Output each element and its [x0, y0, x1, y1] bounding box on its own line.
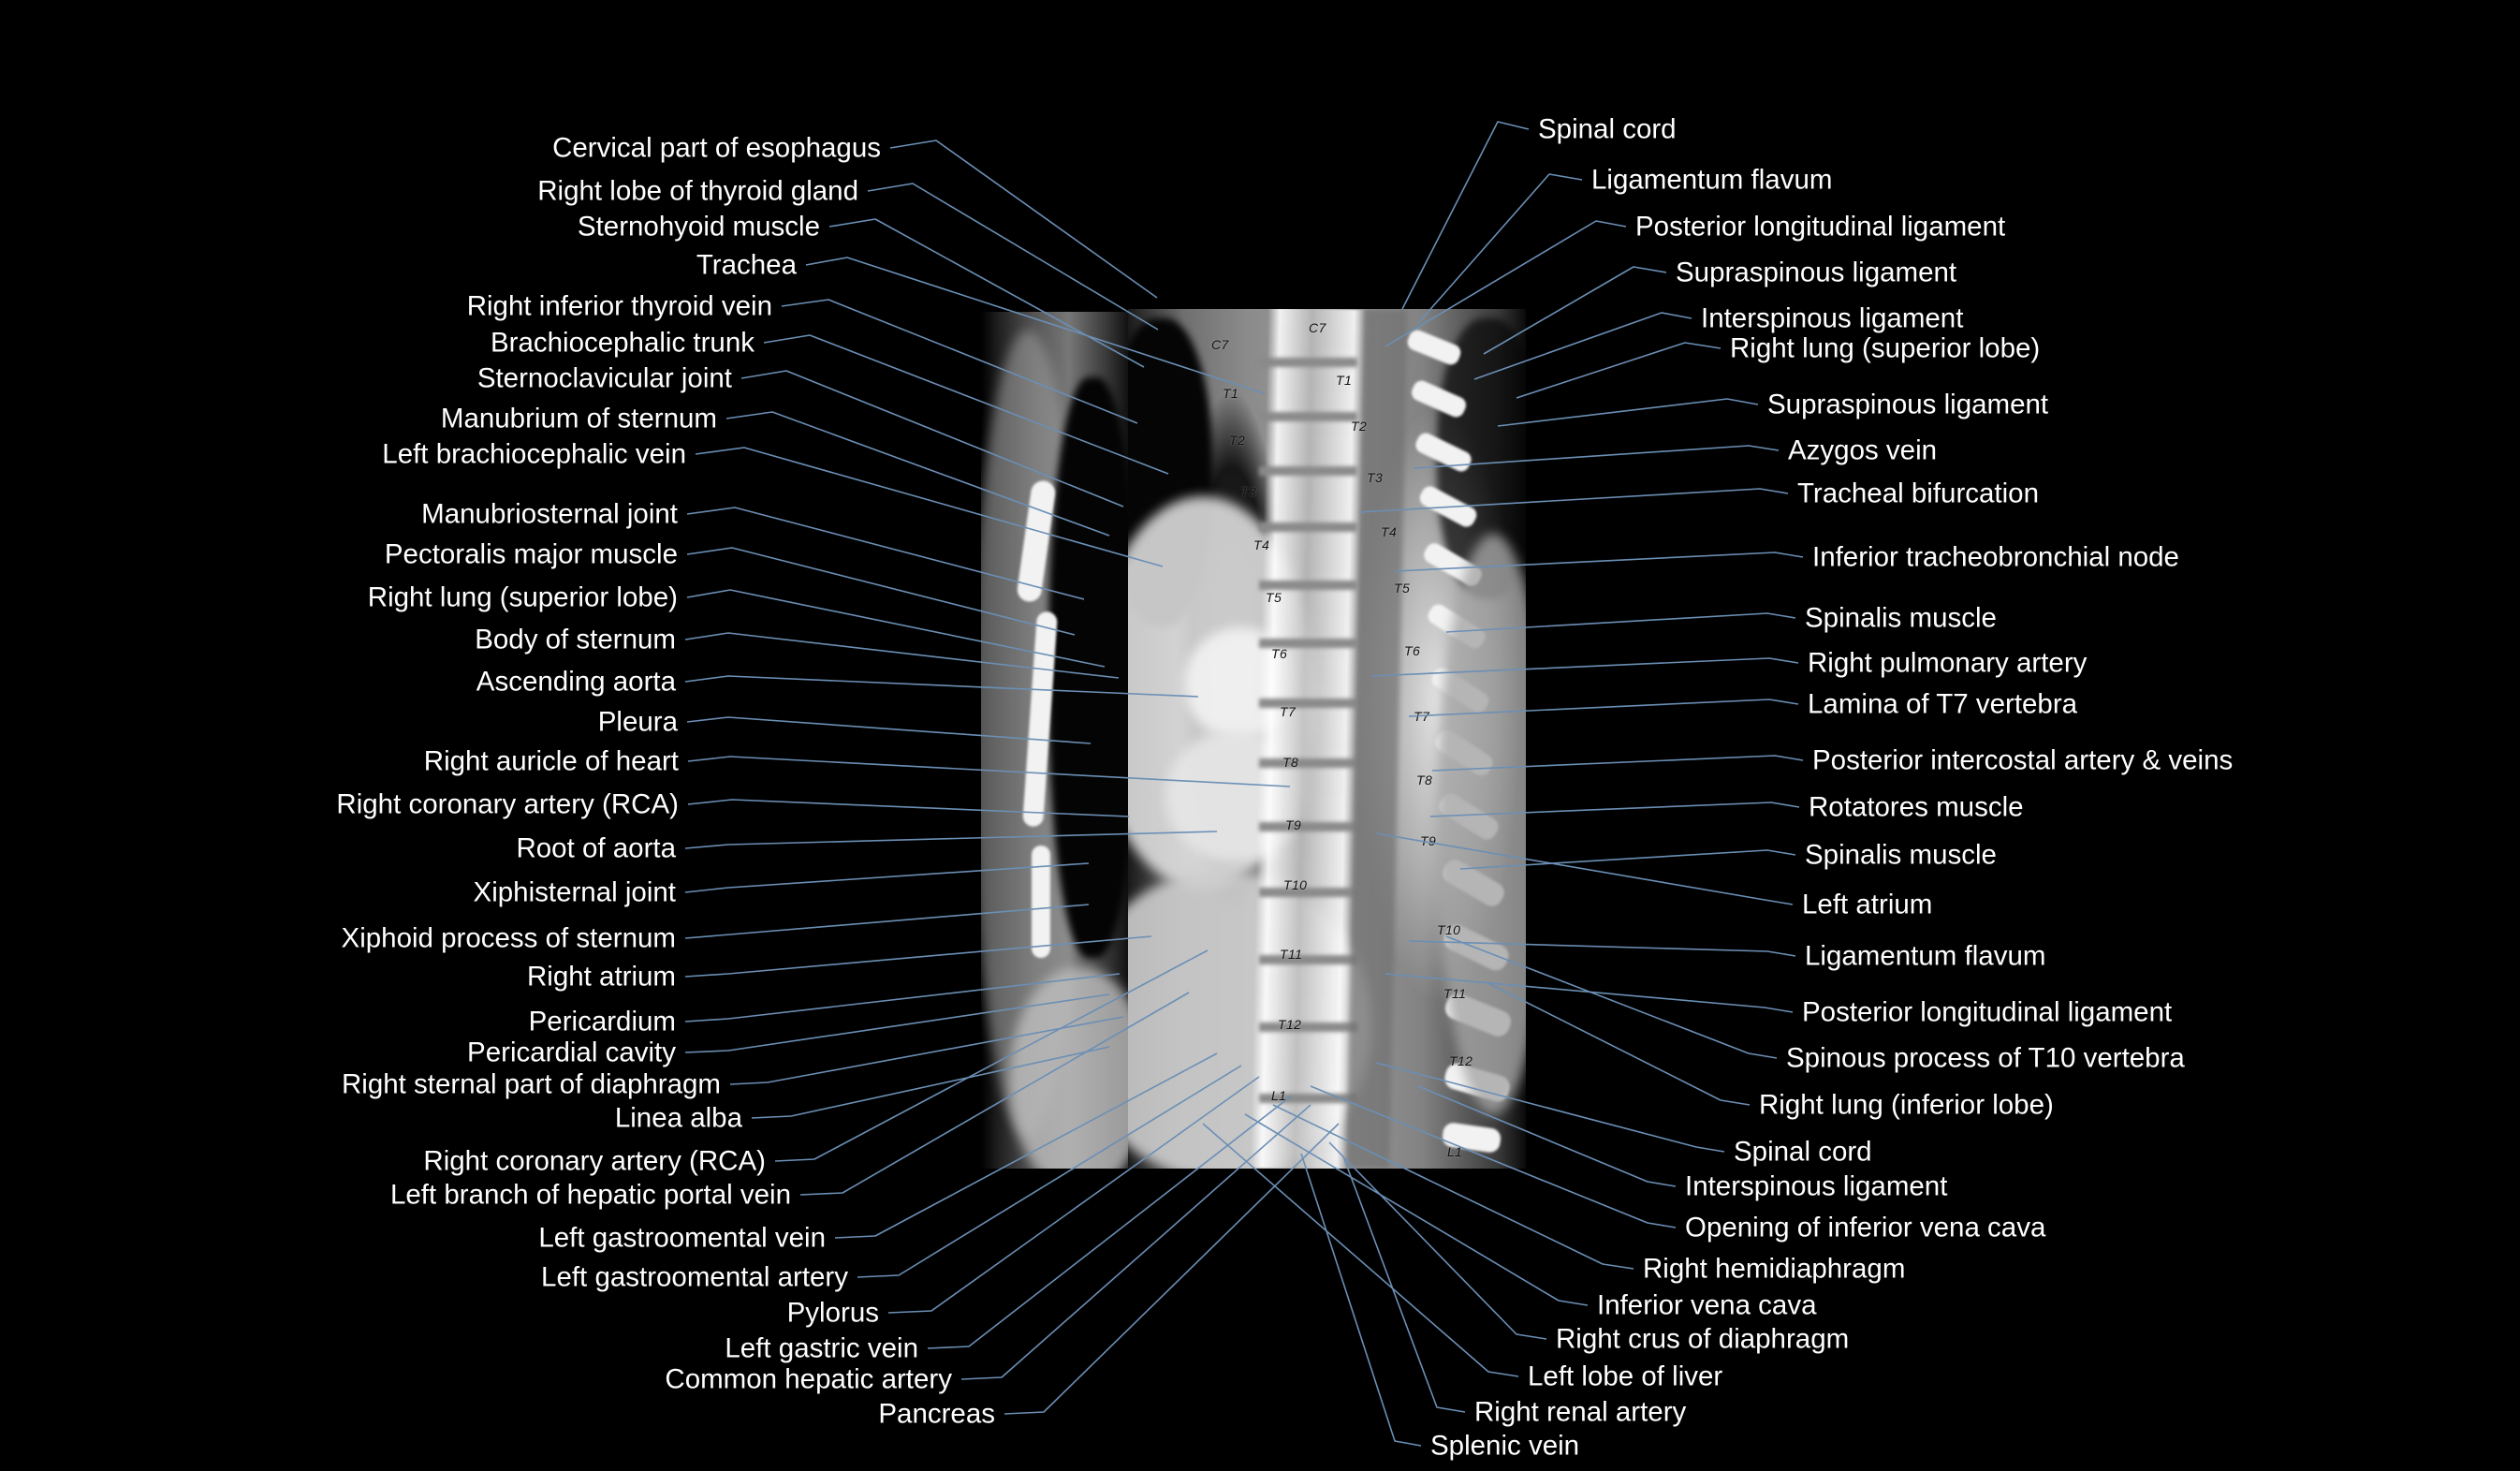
annotation-label-ligamentum-flavum[interactable]: Ligamentum flavum [1591, 164, 1833, 196]
annotation-label-posterior-intercostal-artery-veins[interactable]: Posterior intercostal artery & veins [1812, 744, 2234, 776]
annotation-label-pectoralis-major-muscle[interactable]: Pectoralis major muscle [384, 538, 678, 570]
annotation-label-manubriosternal-joint[interactable]: Manubriosternal joint [421, 498, 678, 530]
vertebra-label-t6-13: T6 [1404, 643, 1421, 658]
annotation-label-pericardial-cavity[interactable]: Pericardial cavity [467, 1037, 676, 1068]
annotation-label-xiphoid-process-of-sternum[interactable]: Xiphoid process of sternum [341, 922, 676, 954]
vertebra-label-t7-14: T7 [1280, 704, 1297, 719]
annotation-label-interspinous-ligament[interactable]: Interspinous ligament [1701, 302, 1964, 334]
annotation-label-left-atrium[interactable]: Left atrium [1802, 889, 1933, 920]
annotation-label-right-crus-of-diaphragm[interactable]: Right crus of diaphragm [1556, 1323, 1850, 1355]
annotation-label-right-lung-inferior-lobe[interactable]: Right lung (inferior lobe) [1759, 1089, 2054, 1121]
annotation-label-azygos-vein[interactable]: Azygos vein [1788, 434, 1938, 466]
annotation-label-supraspinous-ligament[interactable]: Supraspinous ligament [1767, 389, 2049, 420]
annotation-label-inferior-vena-cava[interactable]: Inferior vena cava [1597, 1289, 1817, 1321]
annotation-label-right-coronary-artery-rca[interactable]: Right coronary artery (RCA) [336, 788, 679, 820]
annotation-label-linea-alba[interactable]: Linea alba [614, 1102, 742, 1134]
annotation-label-manubrium-of-sternum[interactable]: Manubrium of sternum [440, 403, 717, 434]
annotation-label-body-of-sternum[interactable]: Body of sternum [475, 624, 676, 655]
annotation-label-pylorus[interactable]: Pylorus [786, 1297, 879, 1329]
vertebra-label-c7-1: C7 [1309, 320, 1326, 335]
vertebra-label-t3-6: T3 [1240, 484, 1257, 499]
vertebra-label-t6-12: T6 [1271, 646, 1288, 661]
annotation-label-right-hemidiaphragm[interactable]: Right hemidiaphragm [1643, 1253, 1906, 1285]
annotation-label-right-inferior-thyroid-vein[interactable]: Right inferior thyroid vein [466, 290, 772, 322]
annotation-label-root-of-aorta[interactable]: Root of aorta [516, 832, 676, 864]
annotation-label-common-hepatic-artery[interactable]: Common hepatic artery [665, 1363, 952, 1395]
annotation-label-right-renal-artery[interactable]: Right renal artery [1474, 1396, 1687, 1428]
vertebra-label-t4-8: T4 [1253, 537, 1270, 552]
vertebra-label-t5-11: T5 [1394, 581, 1411, 596]
annotation-label-xiphisternal-joint[interactable]: Xiphisternal joint [473, 876, 676, 908]
annotation-label-sternohyoid-muscle[interactable]: Sternohyoid muscle [577, 211, 820, 243]
vertebra-label-t10-20: T10 [1283, 877, 1308, 892]
annotation-label-right-sternal-part-of-diaphragm[interactable]: Right sternal part of diaphragm [341, 1068, 721, 1100]
annotation-label-ligamentum-flavum[interactable]: Ligamentum flavum [1805, 940, 2046, 972]
vertebra-label-t12-24: T12 [1278, 1017, 1302, 1032]
annotation-label-cervical-part-of-esophagus[interactable]: Cervical part of esophagus [552, 132, 881, 164]
annotation-label-right-coronary-artery-rca[interactable]: Right coronary artery (RCA) [423, 1145, 766, 1177]
annotation-label-right-lung-superior-lobe[interactable]: Right lung (superior lobe) [367, 581, 678, 613]
annotation-label-right-lobe-of-thyroid-gland[interactable]: Right lobe of thyroid gland [537, 175, 858, 207]
annotation-label-splenic-vein[interactable]: Splenic vein [1430, 1430, 1580, 1462]
annotation-label-interspinous-ligament[interactable]: Interspinous ligament [1685, 1170, 1948, 1202]
annotation-label-left-brachiocephalic-vein[interactable]: Left brachiocephalic vein [382, 438, 686, 470]
annotation-label-spinalis-muscle[interactable]: Spinalis muscle [1805, 839, 1997, 871]
vertebra-label-t5-10: T5 [1266, 590, 1282, 605]
annotation-label-opening-of-inferior-vena-cava[interactable]: Opening of inferior vena cava [1685, 1212, 2046, 1243]
vertebra-label-t3-7: T3 [1367, 470, 1384, 485]
vertebra-label-t1-3: T1 [1336, 373, 1353, 388]
annotation-label-right-pulmonary-artery[interactable]: Right pulmonary artery [1808, 647, 2088, 679]
annotation-label-spinal-cord[interactable]: Spinal cord [1538, 113, 1677, 145]
vertebra-label-t11-22: T11 [1280, 947, 1303, 962]
annotation-label-pancreas[interactable]: Pancreas [878, 1398, 995, 1430]
annotation-label-left-gastric-vein[interactable]: Left gastric vein [725, 1332, 918, 1364]
annotation-label-right-auricle-of-heart[interactable]: Right auricle of heart [423, 745, 679, 777]
annotation-label-right-lung-superior-lobe[interactable]: Right lung (superior lobe) [1730, 332, 2041, 364]
vertebra-label-t2-4: T2 [1229, 433, 1246, 448]
annotation-label-tracheal-bifurcation[interactable]: Tracheal bifurcation [1797, 478, 2039, 509]
vertebra-label-t9-18: T9 [1285, 817, 1302, 832]
annotation-label-pericardium[interactable]: Pericardium [528, 1006, 676, 1037]
annotation-label-spinalis-muscle[interactable]: Spinalis muscle [1805, 602, 1997, 634]
annotation-label-posterior-longitudinal-ligament[interactable]: Posterior longitudinal ligament [1635, 211, 2006, 243]
annotation-label-right-atrium[interactable]: Right atrium [526, 961, 676, 993]
annotation-label-left-lobe-of-liver[interactable]: Left lobe of liver [1528, 1361, 1723, 1392]
annotation-label-left-gastroomental-artery[interactable]: Left gastroomental artery [541, 1261, 848, 1293]
annotation-label-inferior-tracheobronchial-node[interactable]: Inferior tracheobronchial node [1812, 541, 2179, 573]
annotation-label-rotatores-muscle[interactable]: Rotatores muscle [1809, 791, 2024, 823]
vertebra-label-t10-21: T10 [1437, 922, 1461, 937]
annotation-label-sternoclavicular-joint[interactable]: Sternoclavicular joint [476, 362, 732, 394]
annotation-label-left-gastroomental-vein[interactable]: Left gastroomental vein [538, 1222, 826, 1254]
annotation-label-ascending-aorta[interactable]: Ascending aorta [476, 666, 676, 698]
annotation-label-pleura[interactable]: Pleura [597, 706, 678, 738]
annotation-label-supraspinous-ligament[interactable]: Supraspinous ligament [1676, 257, 1957, 288]
annotation-label-left-branch-of-hepatic-portal-vein[interactable]: Left branch of hepatic portal vein [389, 1179, 791, 1211]
annotation-label-spinous-process-of-t10-vertebra[interactable]: Spinous process of T10 vertebra [1786, 1042, 2185, 1074]
annotation-label-brachiocephalic-trunk[interactable]: Brachiocephalic trunk [490, 327, 755, 359]
annotation-label-lamina-of-t7-vertebra[interactable]: Lamina of T7 vertebra [1808, 688, 2078, 720]
vertebra-label-t2-5: T2 [1351, 419, 1368, 434]
vertebra-label-t4-9: T4 [1381, 524, 1398, 539]
vertebra-label-t8-17: T8 [1416, 772, 1433, 787]
annotation-label-trachea[interactable]: Trachea [696, 249, 797, 281]
annotation-label-posterior-longitudinal-ligament[interactable]: Posterior longitudinal ligament [1802, 996, 2173, 1028]
annotation-label-spinal-cord[interactable]: Spinal cord [1734, 1136, 1872, 1168]
